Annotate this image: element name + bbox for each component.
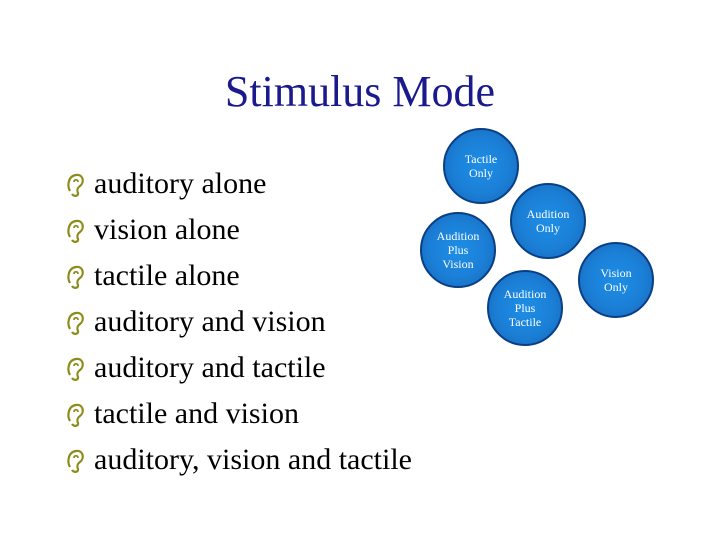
bullet-text: auditory and vision — [94, 305, 326, 338]
ear-icon — [64, 399, 88, 429]
bullet-text: auditory, vision and tactile — [94, 443, 412, 476]
circle-label: Tactile Only — [464, 152, 498, 180]
circle-label: Audition Plus Vision — [436, 229, 480, 271]
circle-audition-plus-vision: Audition Plus Vision — [420, 212, 496, 288]
circle-tactile-only: Tactile Only — [443, 128, 519, 204]
bullet-item: auditory alone — [64, 161, 412, 207]
bullet-list: auditory alone vision alone tactile alon… — [64, 161, 412, 483]
circle-label: Audition Plus Tactile — [503, 287, 547, 329]
ear-icon — [64, 261, 88, 291]
ear-icon — [64, 307, 88, 337]
circle-audition-plus-tactile: Audition Plus Tactile — [487, 270, 563, 346]
bullet-item: tactile and vision — [64, 391, 412, 437]
slide-title: Stimulus Mode — [224, 67, 496, 116]
bullet-item: tactile alone — [64, 253, 412, 299]
bullet-text: tactile alone — [94, 259, 240, 292]
ear-icon — [64, 169, 88, 199]
circle-vision-only: Vision Only — [578, 242, 654, 318]
bullet-item: auditory, vision and tactile — [64, 437, 412, 483]
circle-label: Audition Only — [526, 207, 570, 235]
ear-icon — [64, 215, 88, 245]
bullet-text: auditory alone — [94, 167, 267, 200]
bullet-text: tactile and vision — [94, 397, 299, 430]
bullet-item: auditory and tactile — [64, 345, 412, 391]
ear-icon — [64, 353, 88, 383]
circle-audition-only: Audition Only — [510, 183, 586, 259]
circle-label: Vision Only — [600, 266, 632, 294]
bullet-item: auditory and vision — [64, 299, 412, 345]
ear-icon — [64, 445, 88, 475]
bullet-item: vision alone — [64, 207, 412, 253]
bullet-text: vision alone — [94, 213, 240, 246]
bullet-text: auditory and tactile — [94, 351, 326, 384]
